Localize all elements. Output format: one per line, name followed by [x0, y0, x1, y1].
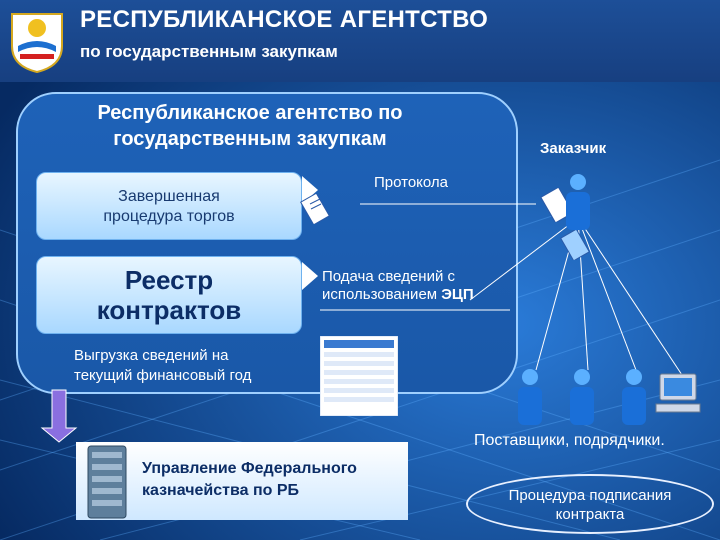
agency-title-line1: Республиканское агентство по — [97, 102, 403, 124]
registry-line2: контрактов — [96, 295, 242, 325]
ecp-label: ЭЦП — [441, 286, 474, 303]
suppliers-label: Поставщики, подрядчики. — [474, 432, 665, 449]
agency-title: Республиканское агентство по государстве… — [40, 100, 460, 152]
computer-icon — [655, 373, 701, 413]
customer-label: Заказчик — [540, 140, 607, 157]
page-subtitle: по государственным закупкам — [80, 42, 338, 61]
protocol-label: Протокола — [374, 174, 449, 191]
signing-line2: контракта — [555, 506, 625, 523]
registry-line1: Реестр — [124, 265, 214, 295]
user-icon — [622, 369, 646, 425]
treasury-box — [76, 442, 408, 520]
submit-label: Подача сведений с использованием ЭЦП — [322, 268, 474, 304]
user-icon — [570, 369, 594, 425]
completed-line2: процедура торгов — [103, 208, 235, 225]
server-icon — [87, 445, 127, 519]
user-icon — [518, 369, 542, 425]
agency-panel — [16, 92, 518, 394]
unload-line2: текущий финансовый год — [74, 367, 252, 384]
treasury-line2: казначейства по РБ — [142, 482, 299, 499]
completed-procedure-box: Завершенная процедура торгов — [36, 172, 302, 240]
page-title: РЕСПУБЛИКАНСКОЕ АГЕНТСТВО — [80, 6, 489, 33]
document-icon — [540, 188, 574, 222]
document-icon — [560, 230, 590, 260]
signing-procedure-ellipse: Процедура подписания контракта — [466, 474, 714, 534]
emblem-icon — [11, 13, 63, 74]
submit-line1: Подача сведений с — [322, 268, 456, 285]
signing-line1: Процедура подписания — [508, 487, 672, 504]
user-icon — [566, 174, 590, 230]
completed-line1: Завершенная — [118, 188, 220, 205]
agency-title-line2: государственным закупкам — [113, 128, 387, 150]
unload-label: Выгрузка сведений на текущий финансовый … — [74, 346, 251, 386]
treasury-text: Управление Федерального казначейства по … — [142, 458, 357, 502]
submit-line2: использованием — [322, 286, 438, 303]
contract-registry-box: Реестр контрактов — [36, 256, 302, 334]
header-bar — [0, 0, 720, 82]
screenshot-icon — [320, 336, 398, 416]
treasury-line1: Управление Федерального — [142, 460, 357, 477]
document-icon — [300, 194, 330, 224]
unload-line1: Выгрузка сведений на — [74, 347, 229, 364]
